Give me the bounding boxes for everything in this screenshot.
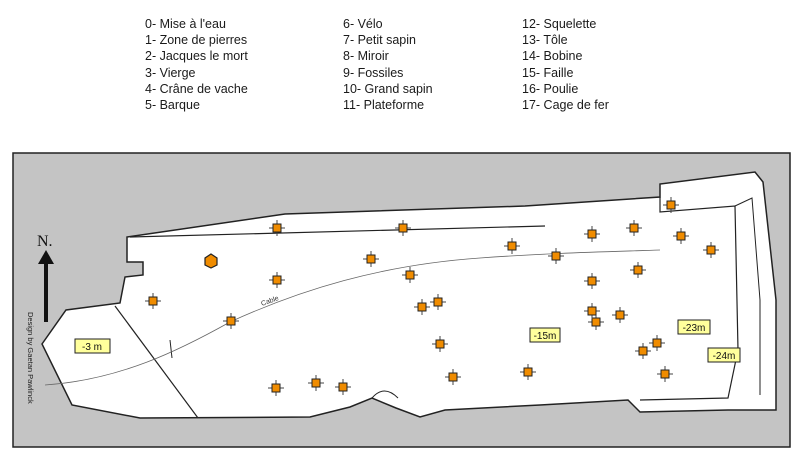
crosshair-square-icon [430,294,446,310]
crosshair-square-icon [335,379,351,395]
legend-item: 2- Jacques le mort [145,49,248,64]
legend-item: 7- Petit sapin [343,33,416,48]
crosshair-square-icon [588,314,604,330]
depth-label-shallow: -3 m [82,342,102,353]
legend-item: 12- Squelette [522,17,597,31]
wall-line [129,225,546,238]
crosshair-square-icon [363,251,379,267]
crosshair-square-icon [269,272,285,288]
legend-column-2: 6- Vélo 7- Petit sapin 8- Miroir 9- Foss… [343,16,433,113]
depth-label-box [707,347,741,363]
legend-item: 11- Plateforme [343,98,425,113]
crosshair-square-icon [402,267,418,283]
crosshair-square-icon [673,228,689,244]
legend-item: 4- Crâne de vache [145,81,248,96]
cable-line [44,249,661,386]
crosshair-square-icon [657,366,673,382]
legend-item: 13- Tôle [522,33,568,48]
north-label: N. [37,233,53,250]
depth-label-deep: -23m [683,323,706,334]
crosshair-square-icon [395,220,411,236]
legend: 0- Mise à l'eau 1- Zone de pierres 2- Ja… [0,16,800,126]
crosshair-square-icon [584,273,600,289]
crosshair-square-icon [584,303,600,319]
legend-item: 6- Vélo [343,17,383,31]
wall-line [639,197,739,401]
crosshair-square-icon [520,364,536,380]
poi-markers [145,197,719,396]
crosshair-square-icon [445,369,461,385]
crosshair-square-icon [584,226,600,242]
wall-line [114,305,199,419]
wall-line [734,197,761,395]
crosshair-square-icon [663,197,679,213]
north-arrow-icon [38,250,54,322]
crosshair-square-icon [223,313,239,329]
wall-line [371,390,399,399]
crosshair-square-icon [649,335,665,351]
legend-item: 9- Fossiles [343,65,404,80]
legend-column-3: 12- Squelette 13- Tôle 14- Bobine 15- Fa… [522,16,609,113]
crosshair-square-icon [308,375,324,391]
depth-label-box [74,338,111,354]
legend-item: 3- Vierge [145,65,196,80]
depth-label-mid: -15m [534,331,557,342]
hexagon-icon [204,253,218,269]
crosshair-square-icon [548,248,564,264]
crosshair-square-icon [432,336,448,352]
crosshair-square-icon [635,343,651,359]
wall-line [169,339,173,359]
crosshair-square-icon [626,220,642,236]
legend-item: 17- Cage de fer [522,98,609,113]
legend-column-1: 0- Mise à l'eau 1- Zone de pierres 2- Ja… [145,16,248,113]
crosshair-square-icon [630,262,646,278]
legend-item: 10- Grand sapin [343,81,433,96]
depth-label-box [529,327,561,343]
legend-item: 0- Mise à l'eau [145,17,226,31]
legend-item: 15- Faille [522,65,574,80]
crosshair-square-icon [145,293,161,309]
crosshair-square-icon [504,238,520,254]
design-credit: Design by Gaetan Pawlinck [26,312,35,404]
crosshair-square-icon [612,307,628,323]
crosshair-square-icon [269,220,285,236]
crosshair-square-icon [703,242,719,258]
legend-item: 8- Miroir [343,49,389,64]
legend-item: 14- Bobine [522,49,583,64]
legend-item: 1- Zone de pierres [145,33,248,48]
crosshair-square-icon [414,299,430,315]
legend-item: 16- Poulie [522,81,579,96]
crosshair-square-icon [268,380,284,396]
legend-item: 5- Barque [145,98,200,113]
depth-label-box [677,319,711,335]
depth-label-deepest: -24m [713,351,736,362]
